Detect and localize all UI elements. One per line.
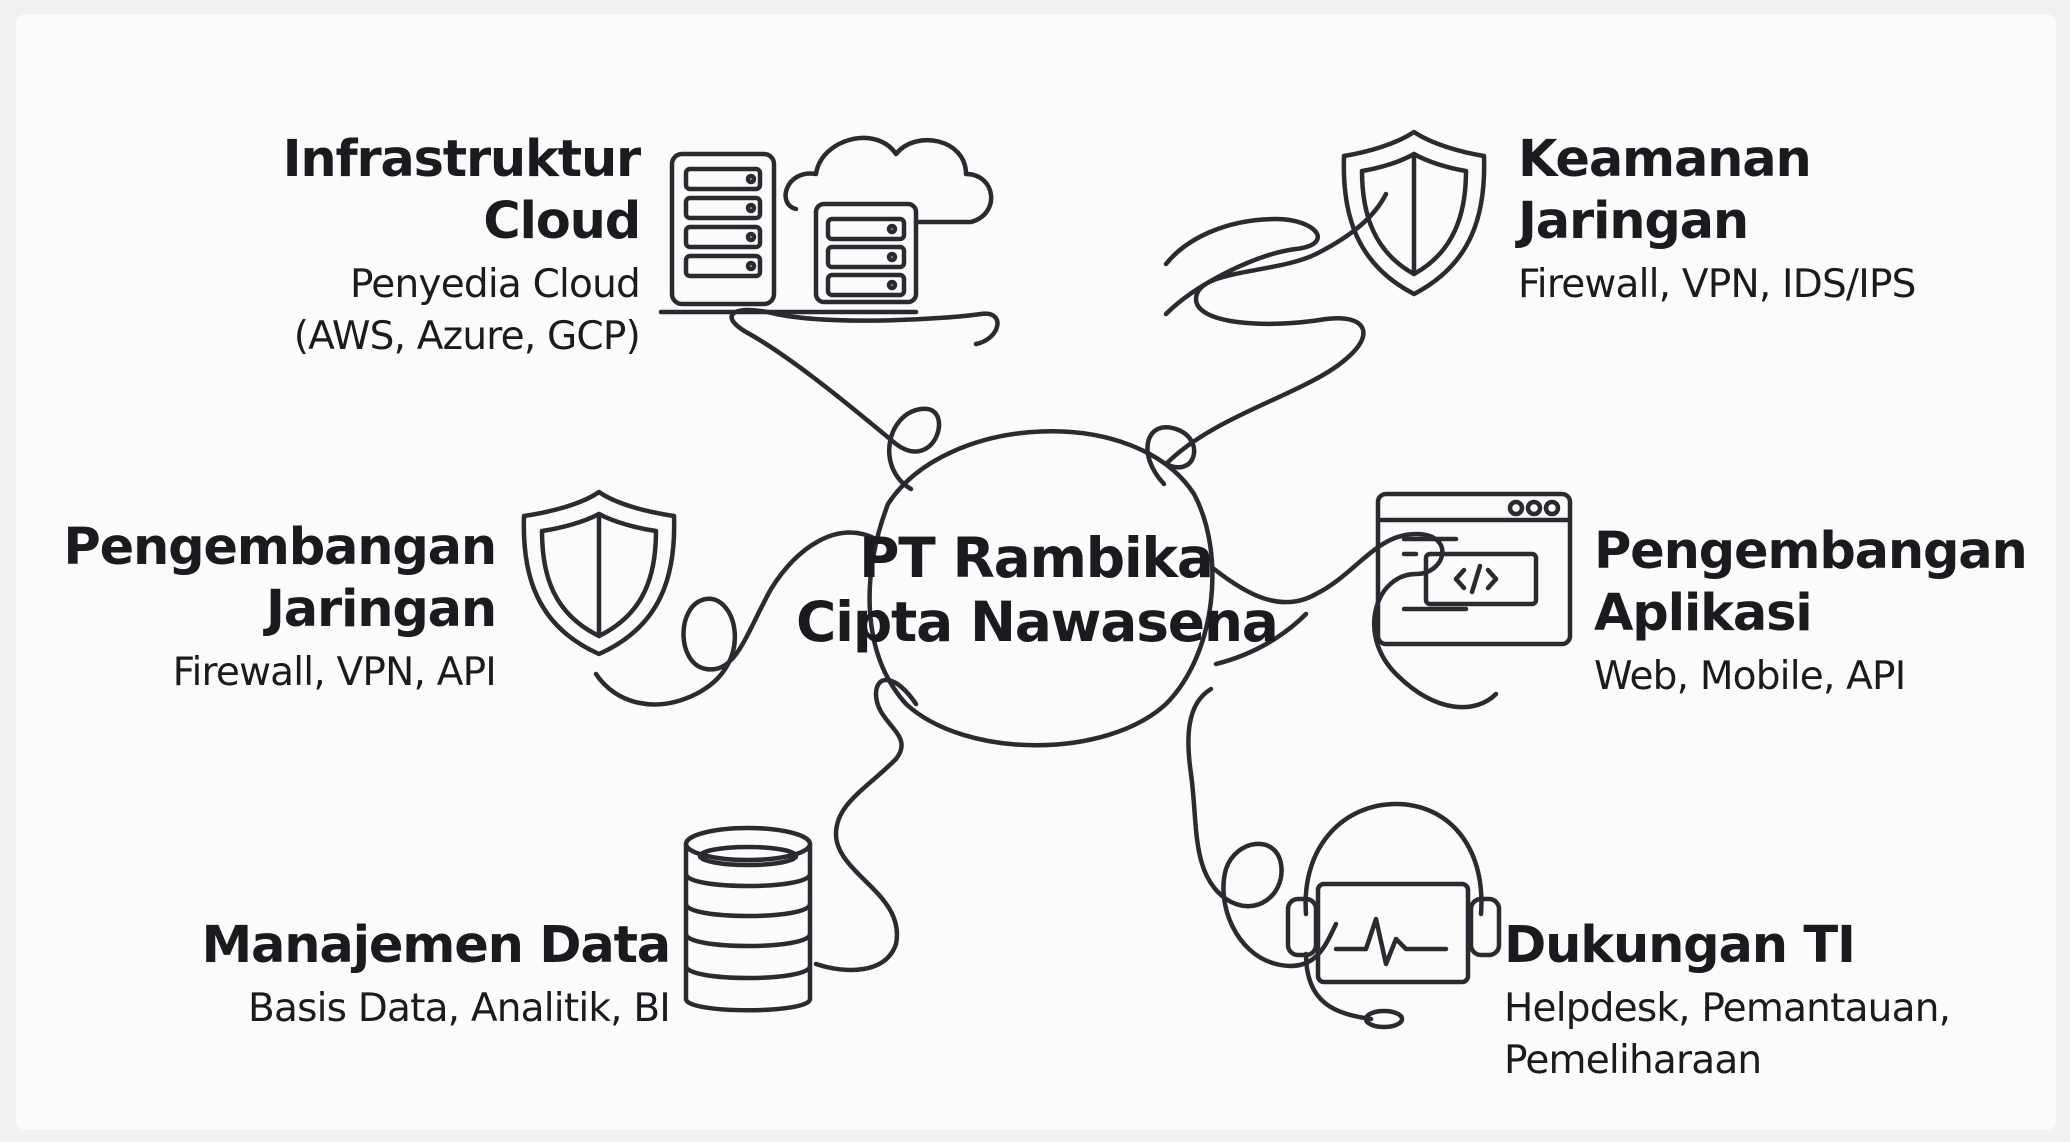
node-security-title-line2: Jaringan	[1518, 192, 1749, 251]
node-apps: Pengembangan Aplikasi Web, Mobile, API	[1594, 521, 2028, 703]
shield-icon-network	[521, 489, 677, 657]
center-title: PT Rambika Cipta Nawasena	[796, 526, 1279, 654]
connector-network	[593, 530, 879, 707]
connector-support	[1186, 686, 1339, 969]
node-cloud-title-line2: Cloud	[483, 192, 641, 251]
node-cloud-subtitle-line1: Penyedia Cloud	[349, 262, 641, 307]
node-data-subtitle: Basis Data, Analitik, BI	[248, 986, 671, 1031]
node-apps-subtitle: Web, Mobile, API	[1594, 654, 1906, 699]
connector-data	[813, 677, 919, 973]
shield-icon-security	[1341, 129, 1487, 297]
node-cloud-title-line1: Infrastruktur	[282, 130, 642, 189]
node-network: Pengembangan Jaringan Firewall, VPN, API	[63, 517, 497, 699]
node-support-subtitle-line2: Pemeliharaan	[1504, 1038, 1762, 1083]
code-window-icon	[1375, 491, 1573, 647]
node-network-title-line2: Jaringan	[266, 580, 497, 639]
node-security: Keamanan Jaringan Firewall, VPN, IDS/IPS	[1518, 129, 1916, 311]
database-icon	[683, 825, 813, 1013]
node-data: Manajemen Data Basis Data, Analitik, BI	[201, 915, 672, 1035]
node-cloud-subtitle-line2: (AWS, Azure, GCP)	[293, 314, 641, 359]
node-network-subtitle: Firewall, VPN, API	[172, 650, 497, 695]
server-cloud-icon	[658, 135, 994, 315]
node-security-subtitle: Firewall, VPN, IDS/IPS	[1518, 262, 1916, 307]
node-apps-title-line2: Aplikasi	[1594, 584, 1813, 643]
connector-apps	[1211, 531, 1499, 710]
connector-apps-2	[1213, 611, 1309, 667]
connector-security	[1145, 191, 1389, 487]
center-title-line2: Cipta Nawasena	[796, 590, 1279, 654]
node-support: Dukungan TI Helpdesk, Pemantauan, Pemeli…	[1504, 915, 1951, 1087]
node-data-title: Manajemen Data	[201, 916, 672, 975]
center-loop	[867, 429, 1215, 748]
headset-monitor-icon	[1285, 801, 1502, 1030]
node-apps-title-line1: Pengembangan	[1594, 522, 2028, 581]
connector-lines	[521, 129, 1573, 1030]
center-title-line1: PT Rambika	[859, 526, 1214, 590]
node-support-subtitle-line1: Helpdesk, Pemantauan,	[1504, 986, 1951, 1031]
diagram-canvas: PT Rambika Cipta Nawasena Infrastruktur …	[16, 14, 2056, 1130]
node-network-title-line1: Pengembangan	[63, 518, 497, 577]
connector-cloud	[729, 307, 1000, 492]
node-security-title-line1: Keamanan	[1518, 130, 1812, 189]
node-cloud: Infrastruktur Cloud Penyedia Cloud (AWS,…	[282, 129, 642, 363]
connector-security-extra	[1163, 216, 1320, 317]
node-support-title: Dukungan TI	[1504, 916, 1856, 975]
